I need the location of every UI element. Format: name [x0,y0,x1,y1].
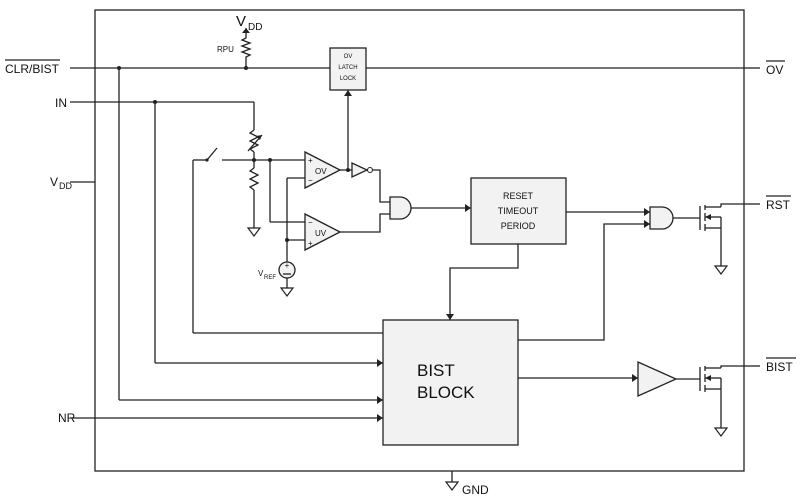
bist-block-line-2: BLOCK [417,383,475,402]
inverter-to-and [373,169,390,203]
rst-output-transistor [699,203,744,275]
vdd-top-label: V [236,13,246,30]
vref-subscript: REF [264,275,276,281]
uv-comparator [304,212,342,252]
uv-comparator-minus: − [308,218,313,227]
ov-latch-line-1: OV [344,54,353,60]
output-buffer [637,360,678,398]
wiper-arrowhead [256,135,262,140]
clr-bist-pin-label: CLR/BIST [5,62,60,76]
nr-pin-label: NR [58,411,76,425]
vref-ground [279,287,295,297]
ov-comparator-label: OV [315,167,327,176]
vdd-left-pin-label: V [50,175,58,189]
vref-label: V [258,269,264,278]
vref-junction [285,238,289,242]
comparator-input-junction [268,158,272,162]
uv-to-and [340,213,390,233]
buffer-input-arrow [632,374,638,382]
ov-latch-lock-block [329,47,367,91]
ov-comparator [304,150,342,190]
inverter-bubble [366,166,374,174]
latch-input-arrow [344,90,352,96]
ov-comparator-plus: + [308,156,313,165]
and-gate-2 [649,206,674,230]
reset-input-arrow [465,204,471,212]
vref-plus: + [285,261,290,270]
divider-ground [246,227,262,237]
reset-timeout-line-1: RESET [503,191,534,201]
bist-block [382,319,519,446]
reset-to-bist-wire [449,244,519,320]
gnd-symbol [444,471,460,491]
bist-input-arrow-clr [377,396,383,404]
rst-pin-label: RST [766,198,791,212]
reset-timeout-block [470,177,567,245]
and2-input-arrow-bottom [644,220,650,228]
bist-pin-label: BIST [766,360,793,374]
ov-comparator-minus: − [308,176,313,185]
and2-input-arrow-top [644,208,650,216]
and-gate-1 [389,196,412,220]
reset-timeout-line-2: TIMEOUT [498,206,539,216]
chip-outline [94,9,745,472]
vdd-pullup-arrow [242,28,250,36]
uv-comparator-plus: + [308,239,313,248]
rpu-resistor [240,36,252,68]
ov-latch-line-3: LOCK [340,76,356,82]
rpu-label: RPU [217,45,234,54]
bist-block-line-1: BIST [417,361,455,380]
bist-to-and2 [518,223,650,341]
in-pin-label: IN [55,96,67,110]
gnd-pin-label: GND [462,483,489,497]
bist-input-arrow-in [377,359,383,367]
vdd-top-subscript: DD [248,22,262,33]
ov-pin-label: OV [766,63,783,77]
bist-input-arrow-nr [377,414,383,422]
bist-input-arrow-top [446,314,454,320]
bist-switch [206,147,218,161]
inverter [351,161,369,179]
divider-lower-resistor [248,167,260,191]
bist-output-transistor [699,365,744,437]
vdd-left-subscript: DD [59,181,72,191]
uv-comparator-label: UV [315,229,327,238]
reset-timeout-line-3: PERIOD [501,221,536,231]
ov-latch-line-2: LATCH [338,65,357,71]
